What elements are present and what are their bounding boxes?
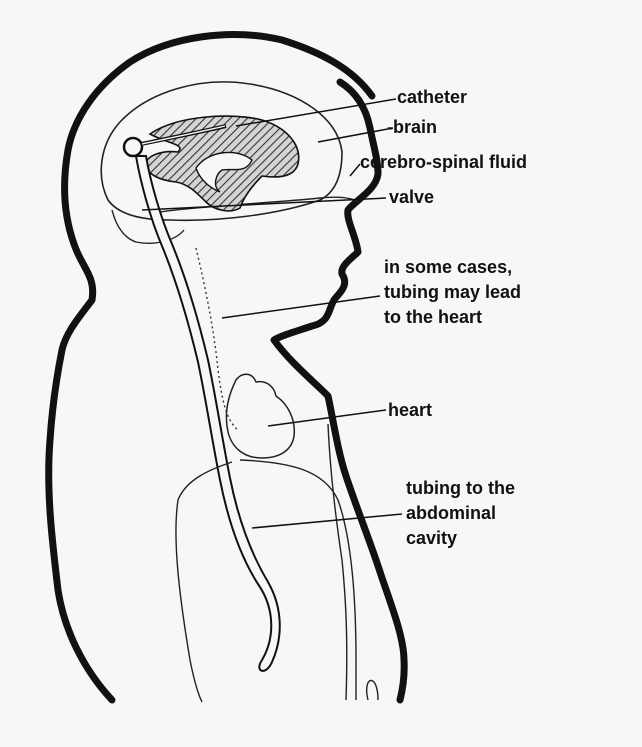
torso-inner xyxy=(175,461,233,703)
abdominal-line-2: abdominal xyxy=(406,503,497,523)
label-csf: cerebro-spinal fluid xyxy=(360,152,528,172)
leader-heart-note xyxy=(221,295,381,319)
ventricle-notch xyxy=(195,151,253,193)
leader-abdominal xyxy=(251,513,403,529)
skull-outline xyxy=(100,81,343,222)
abdomen-line-1 xyxy=(239,459,357,700)
label-valve: valve xyxy=(389,187,435,207)
face-profile xyxy=(270,78,408,704)
label-heart: heart xyxy=(388,400,433,420)
head-inner-outline xyxy=(111,209,185,244)
heart-note-line-3: to the heart xyxy=(384,307,483,327)
heart-note-line-1: in some cases, xyxy=(384,257,513,277)
valve xyxy=(122,136,144,158)
tubing-to-heart-dotted xyxy=(195,247,239,431)
leg-arc xyxy=(366,679,379,701)
abdominal-line-1: tubing to the xyxy=(406,478,515,498)
catheter-tube-inner xyxy=(141,125,226,145)
label-brain: -brain xyxy=(387,117,438,137)
leader-valve xyxy=(141,197,387,211)
label-heart-note: in some cases, tubing may lead to the he… xyxy=(384,255,521,330)
leader-brain xyxy=(317,127,394,143)
abdominal-line-3: cavity xyxy=(406,528,458,548)
leader-csf xyxy=(349,163,361,177)
shunt-tubing xyxy=(134,155,281,672)
abdomen-line-2 xyxy=(327,423,348,701)
leader-heart xyxy=(267,409,387,427)
body-outline xyxy=(45,31,376,704)
label-catheter: catheter xyxy=(397,87,468,107)
label-abdominal: tubing to the abdominal cavity xyxy=(406,476,515,551)
leader-lines xyxy=(141,98,403,529)
heart-note-line-2: tubing may lead xyxy=(384,282,522,302)
leader-catheter xyxy=(235,98,397,127)
heart-shape xyxy=(225,373,296,459)
